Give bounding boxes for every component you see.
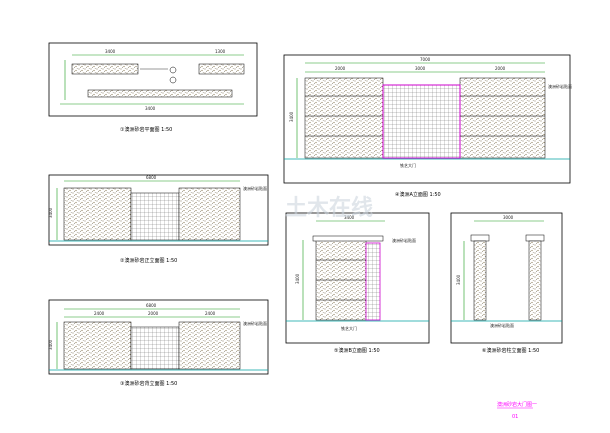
col-cap-left	[470, 234, 490, 242]
plan-dim-overall: 3400	[145, 106, 156, 111]
plan-wall-bottom	[87, 89, 233, 98]
a-dim-height: 3400	[289, 111, 294, 122]
caption-column: ⑥澳洲砂岩柱立面图 1:50	[482, 347, 539, 354]
b-gate-side	[365, 242, 381, 321]
view-back-elevation: 6800 2400 2000 2400 3400 澳洲砂岩贴面 ③澳洲砂岩背立面…	[48, 299, 269, 387]
back-dim-mid: 2000	[148, 311, 159, 316]
front-gate	[130, 192, 180, 241]
front-wall-left	[63, 187, 132, 241]
col-cap-right	[525, 234, 545, 242]
b-frame	[285, 212, 430, 344]
a-callout-gate: 铁艺大门	[400, 162, 416, 168]
b-dim-height: 3400	[295, 273, 300, 284]
back-gate	[130, 326, 180, 370]
b-callout-stone: 澳洲砂岩贴面	[392, 237, 416, 243]
a-dim-mid: 3000	[415, 66, 426, 71]
watermark: 土木在线	[285, 195, 373, 221]
view-a-elevation: 7000 2000 3000 2000 3400 澳洲砂岩贴面 铁艺大门 ④澳洲…	[283, 54, 572, 198]
a-dim-left: 2000	[335, 66, 346, 71]
view-b-elevation: 3400 3400 澳洲砂岩贴面 铁艺大门 ⑤澳洲B立面图 1:50	[285, 212, 430, 354]
b-callout-gate: 铁艺大门	[341, 325, 357, 331]
view-plan: 3400 1300 3400 ①澳洲砂岩平面图 1:50	[48, 42, 258, 133]
a-callout-stone: 澳洲砂岩贴面	[548, 83, 572, 89]
sheet-title: 澳洲砂岩大门图一	[497, 401, 537, 408]
a-dim-overall: 7000	[420, 57, 431, 62]
front-wall-right	[178, 187, 241, 241]
back-dim-overall: 6800	[146, 303, 157, 308]
col-right	[528, 240, 542, 321]
col-callout-stone: 澳洲砂岩贴面	[490, 322, 514, 328]
caption-plan: ①澳洲砂岩平面图 1:50	[120, 126, 172, 133]
sheet-title-block: 澳洲砂岩大门图一 01	[497, 401, 537, 420]
back-dim-right: 2400	[205, 311, 216, 316]
plan-wall-left	[71, 63, 139, 75]
plan-wall-right	[198, 63, 245, 75]
front-dim-height: 3400	[48, 207, 53, 218]
back-dim-height: 3400	[48, 339, 53, 350]
col-dim-overall: 3000	[503, 215, 514, 220]
b-dim-overall: 3400	[344, 215, 355, 220]
plan-marker-1	[169, 66, 177, 74]
back-wall-right	[178, 321, 241, 370]
back-dim-left: 2400	[94, 311, 105, 316]
plan-dim-right: 1300	[215, 49, 226, 54]
front-frame	[48, 174, 269, 246]
a-dim-right: 2000	[495, 66, 506, 71]
col-dim-height: 3400	[456, 274, 461, 285]
caption-a: ④澳洲A立面图 1:50	[395, 191, 441, 198]
a-frame	[283, 54, 571, 184]
a-wall-right	[459, 77, 546, 159]
col-left	[473, 240, 487, 321]
back-callout-stone: 澳洲砂岩贴面	[243, 320, 267, 326]
caption-front: ②澳洲砂岩正立面图 1:50	[120, 257, 177, 264]
view-column-elevation: 3000 3400 澳洲砂岩贴面 ⑥澳洲砂岩柱立面图 1:50	[450, 212, 563, 354]
back-frame	[48, 299, 269, 375]
b-cap	[312, 235, 384, 242]
a-wall-left	[304, 77, 384, 159]
front-callout-stone: 澳洲砂岩贴面	[243, 185, 267, 191]
caption-back: ③澳洲砂岩背立面图 1:50	[120, 380, 177, 387]
a-gate	[382, 84, 461, 159]
view-front-elevation: 6800 3400 澳洲砂岩贴面 ②澳洲砂岩正立面图 1:50	[48, 174, 269, 264]
back-wall-left	[63, 321, 132, 370]
plan-marker-2	[169, 76, 177, 84]
plan-dim-left: 3400	[105, 49, 116, 54]
front-dim-overall: 6800	[146, 175, 157, 180]
sheet-number: 01	[512, 414, 518, 420]
caption-b: ⑤澳洲B立面图 1:50	[334, 347, 380, 354]
plan-frame	[48, 42, 258, 117]
col-frame	[450, 212, 563, 344]
